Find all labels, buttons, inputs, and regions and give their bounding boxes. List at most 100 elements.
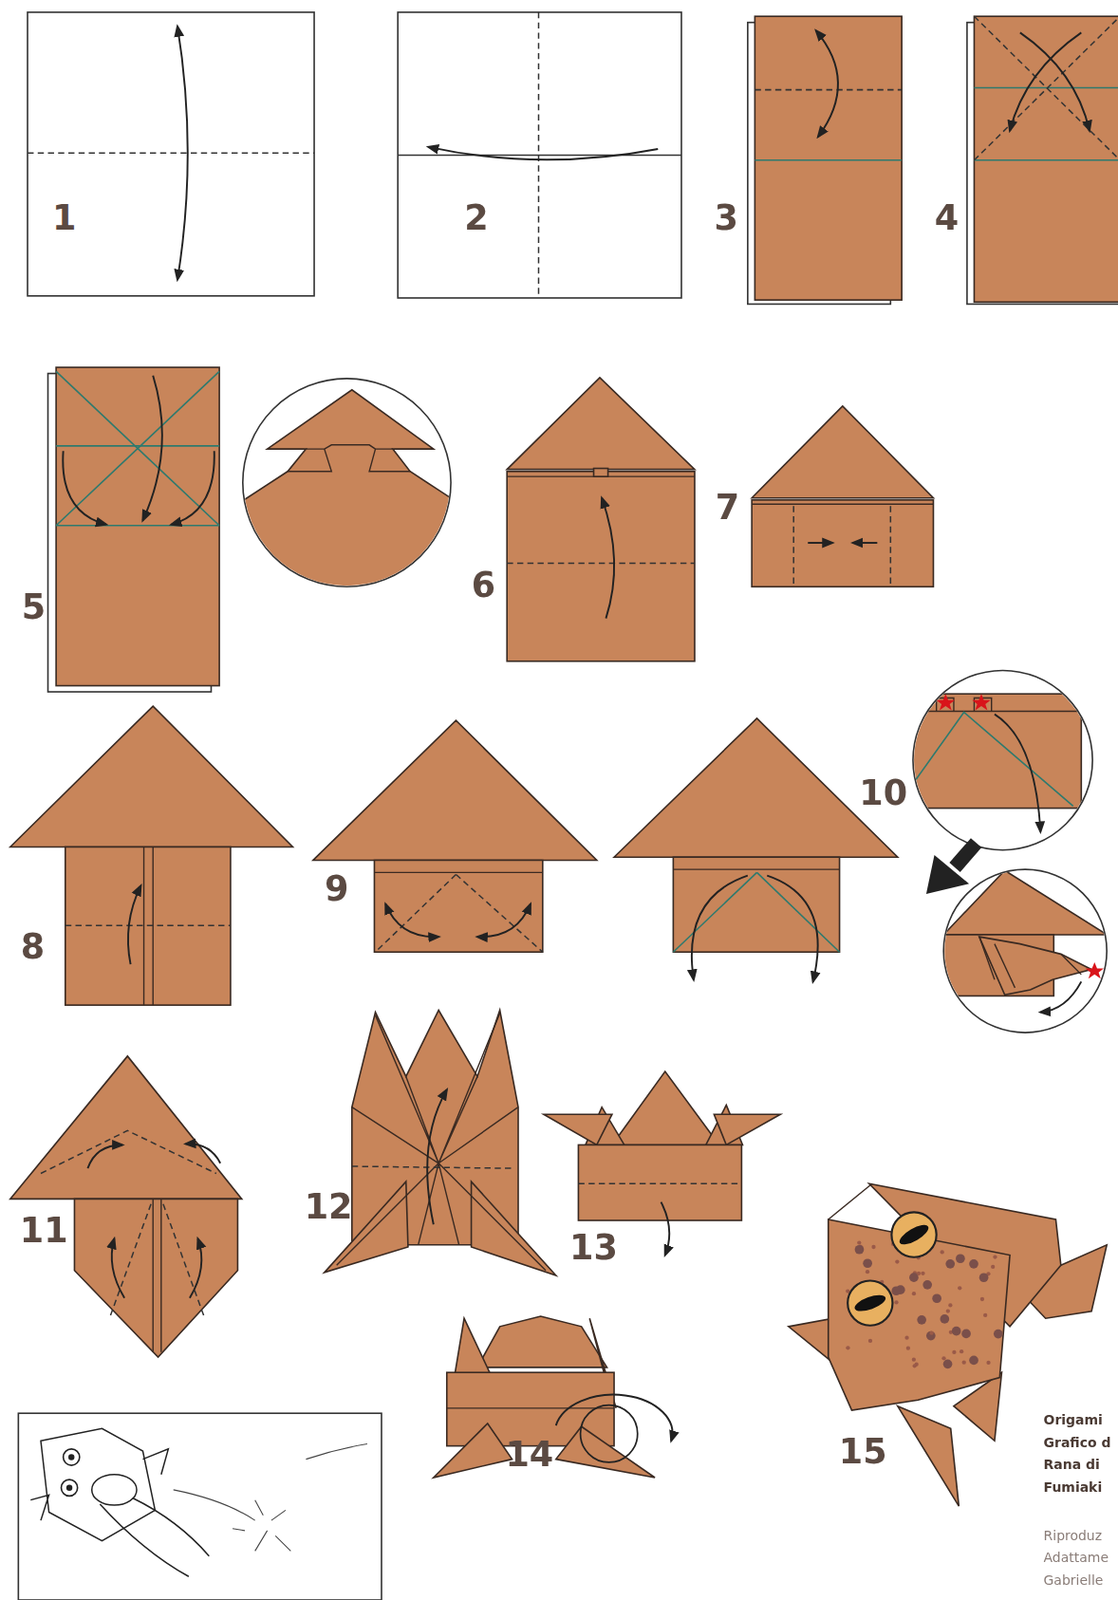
step-2 <box>397 12 682 299</box>
origami-stroke <box>612 1071 720 1145</box>
origami-stroke <box>936 693 955 710</box>
origami-stroke <box>160 1198 162 1352</box>
origami-stroke <box>855 1245 865 1255</box>
origami-stroke <box>10 706 294 847</box>
origami-stroke <box>672 872 757 952</box>
credit-text: Gabrielle <box>1043 1572 1104 1588</box>
origami-stroke <box>397 12 682 299</box>
step-14 <box>433 1316 673 1478</box>
step-11 <box>10 1056 243 1358</box>
origami-stroke <box>906 1346 911 1351</box>
origami-stroke <box>913 712 1074 807</box>
origami-stroke <box>601 498 615 619</box>
origami-stroke <box>929 1330 933 1335</box>
origami-stroke <box>751 500 933 587</box>
origami-stroke <box>973 159 1118 162</box>
origami-stroke <box>68 1453 75 1460</box>
origami-stroke <box>110 1204 205 1317</box>
jumping-sketch <box>18 1413 382 1600</box>
origami-stroke <box>897 1406 959 1507</box>
origami-stroke <box>847 1280 893 1325</box>
origami-stroke <box>828 1183 873 1220</box>
origami-stroke <box>926 1331 936 1342</box>
origami-stroke <box>660 1202 670 1256</box>
origami-stroke <box>471 1181 557 1276</box>
origami-stroke <box>1020 32 1090 131</box>
origami-stroke <box>865 1269 870 1274</box>
step-number: 15 <box>838 1431 888 1473</box>
origami-stroke <box>908 693 1082 808</box>
origami-stroke <box>543 1114 613 1145</box>
origami-stroke <box>477 1316 608 1368</box>
origami-stroke <box>926 855 969 895</box>
origami-stroke <box>890 505 893 587</box>
origami-stroke <box>853 541 878 544</box>
origami-stroke <box>945 1259 955 1269</box>
step-number: 13 <box>569 1226 618 1268</box>
origami-stroke <box>946 1308 951 1313</box>
origami-stroke <box>1040 981 1081 1012</box>
step-10 <box>908 670 1108 1033</box>
origami-stroke <box>336 1013 546 1271</box>
origami-stroke <box>940 1249 945 1254</box>
origami-stroke <box>111 1238 125 1298</box>
step-number: 12 <box>304 1185 354 1227</box>
origami-stroke <box>954 842 977 868</box>
origami-stroke <box>979 936 1092 995</box>
origami-stroke <box>904 1336 909 1341</box>
origami-stroke <box>973 87 1118 90</box>
step-number: 10 <box>858 772 908 814</box>
origami-stroke <box>862 1258 873 1268</box>
origami-stroke <box>556 1426 655 1478</box>
origami-stroke <box>980 1297 985 1302</box>
origami-stroke <box>65 846 231 1006</box>
step-number: 11 <box>19 1209 69 1250</box>
origami-stroke <box>60 1479 77 1496</box>
origami-stroke <box>173 1443 368 1551</box>
origami-stroke <box>757 872 840 952</box>
origami-stroke <box>939 1314 950 1324</box>
origami-stroke <box>957 1285 962 1290</box>
origami-stroke <box>943 1360 953 1370</box>
origami-stroke <box>754 89 902 92</box>
origami-stroke <box>845 1345 850 1350</box>
origami-stroke <box>87 1144 123 1169</box>
origami-stroke <box>891 1285 901 1296</box>
origami-stroke <box>142 375 162 522</box>
origami-stroke <box>913 1363 917 1368</box>
origami-stroke <box>868 1339 873 1343</box>
origami-stroke <box>594 468 609 478</box>
origami-stroke <box>27 152 315 155</box>
origami-stroke <box>313 720 597 860</box>
step-12 <box>324 1010 557 1277</box>
origami-stroke <box>1009 32 1081 131</box>
origami-stroke <box>433 1423 513 1478</box>
origami-stroke <box>171 450 215 524</box>
origami-stroke <box>912 1291 916 1296</box>
origami-stroke <box>754 159 902 162</box>
origami-stroke <box>943 870 1107 1012</box>
origami-stroke <box>143 846 145 1006</box>
origami-stroke <box>754 16 902 300</box>
origami-stroke <box>871 1245 876 1249</box>
step-number: 2 <box>464 197 488 239</box>
origami-stroke <box>55 524 220 527</box>
origami-stroke <box>10 1056 243 1200</box>
origami-stroke <box>983 1313 988 1318</box>
origami-stroke <box>397 154 682 156</box>
step-1 <box>27 12 315 297</box>
origami-stroke <box>455 874 542 952</box>
step-15-frog <box>788 1183 1107 1507</box>
step-number: 8 <box>20 925 45 967</box>
origami-stroke <box>816 30 839 137</box>
origami-stroke <box>973 16 1118 161</box>
origami-stroke <box>968 1356 979 1366</box>
origami-stroke <box>287 445 410 472</box>
origami-stroke <box>66 1485 73 1491</box>
origami-stroke <box>979 936 1081 988</box>
origami-stroke <box>373 859 542 952</box>
origami-stroke <box>894 1259 899 1264</box>
step-number: 9 <box>324 868 349 910</box>
origami-stroke <box>943 869 1107 1033</box>
